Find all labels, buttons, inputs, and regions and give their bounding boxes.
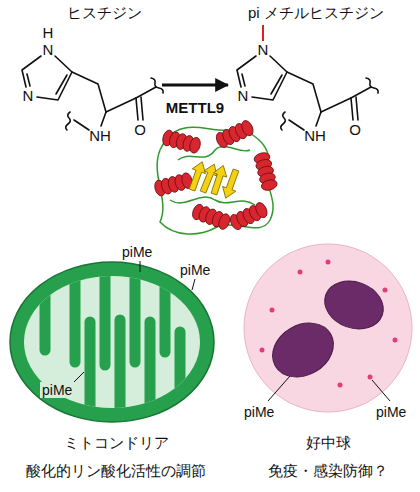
modification-label: piMe	[40, 382, 74, 398]
modification-label: piMe	[376, 404, 406, 420]
caption: ミトコンドリア	[4, 434, 228, 452]
methyl-bond	[262, 25, 264, 41]
caption: pi メチルヒスチジン	[248, 4, 384, 22]
caption: 酸化的リン酸化活性の調節	[4, 462, 228, 480]
cell-panel: piMe piMe piMe ミトコンドリア酸化的リン酸化活性の調節	[4, 244, 228, 490]
atom-label: N	[43, 42, 54, 58]
modification-label: piMe	[244, 404, 274, 420]
atom-label: NH	[89, 128, 111, 144]
mitochondrion	[10, 260, 214, 422]
atom-label: N	[23, 88, 34, 104]
leader-lines	[74, 261, 390, 401]
protein-ribbon	[153, 119, 278, 234]
atom-label: N	[238, 88, 249, 104]
caption: 免疫・感染防御？	[236, 462, 420, 480]
reaction-arrow	[162, 84, 228, 87]
atom-label: O	[349, 122, 361, 138]
cell-panel: piMe piMe 好中球免疫・感染防御？	[236, 244, 420, 490]
neutrophil	[244, 244, 412, 412]
modification-label: piMe	[122, 244, 152, 260]
caption: 好中球	[236, 434, 420, 452]
atom-label: H	[43, 25, 54, 41]
atom-label: NH	[304, 128, 326, 144]
modification-label: piMe	[180, 262, 210, 278]
atom-label: O	[134, 122, 146, 138]
histidine-structure	[22, 56, 163, 130]
caption: ヒスチジン	[67, 4, 142, 22]
enzyme-label: METTL9	[166, 99, 224, 117]
methylhistidine-structure	[237, 56, 378, 130]
atom-label: N	[258, 42, 269, 58]
